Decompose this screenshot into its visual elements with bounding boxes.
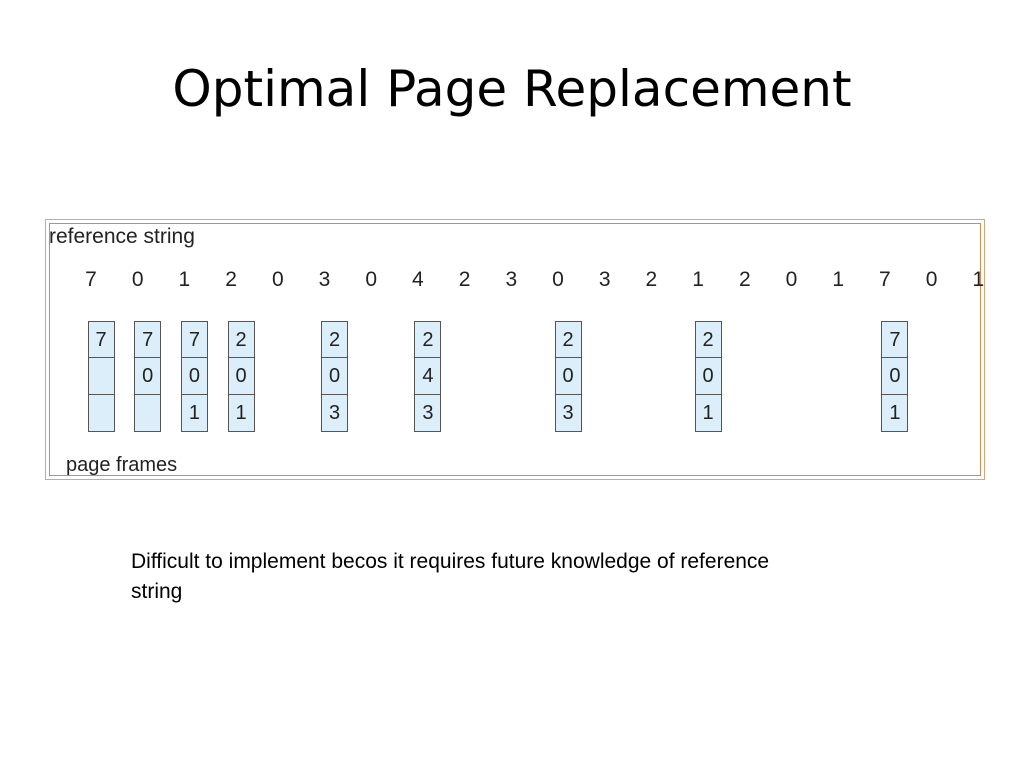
- reference-value: 2: [458, 268, 471, 291]
- reference-value: 2: [645, 268, 658, 291]
- frame-cell: 3: [328, 401, 341, 424]
- frame-cell: 0: [695, 358, 721, 395]
- frame-cell: 3: [562, 401, 574, 424]
- frame-cell: 7: [181, 322, 207, 359]
- frame-cell: 0: [228, 358, 254, 395]
- reference-value: 1: [692, 268, 704, 291]
- diagram-frame: [45, 219, 985, 480]
- reference-value: 2: [738, 268, 751, 291]
- frame-cell: 2: [695, 322, 721, 359]
- reference-value: 3: [598, 268, 611, 291]
- reference-value: 0: [785, 268, 798, 291]
- frame-cell: [88, 358, 114, 395]
- frame-cell: 1: [235, 401, 247, 424]
- reference-value: 3: [318, 268, 331, 291]
- reference-value: 0: [271, 268, 284, 291]
- frame-cell: 0: [882, 358, 908, 395]
- diagram-inner-border: [49, 223, 981, 476]
- reference-value: 1: [178, 268, 191, 291]
- frame-cell: 0: [181, 358, 207, 395]
- reference-value: 7: [879, 268, 891, 291]
- reference-value: 0: [552, 268, 564, 291]
- reference-value: 4: [412, 268, 424, 291]
- reference-value: 0: [365, 268, 378, 291]
- reference-value: 0: [131, 268, 144, 291]
- frame-cell: 2: [415, 322, 441, 359]
- frame-cell: 2: [322, 322, 347, 359]
- page-frame-column: 7: [87, 321, 115, 432]
- reference-value: 2: [225, 268, 237, 291]
- frame-cell: 7: [135, 322, 161, 359]
- frame-cell: [135, 395, 160, 431]
- reference-value: 1: [972, 268, 985, 291]
- reference-value: 0: [925, 268, 938, 291]
- frame-cell: 7: [882, 322, 908, 359]
- frame-cell: 0: [555, 358, 581, 395]
- frame-cell: 2: [228, 322, 254, 359]
- frame-cell: 3: [422, 401, 434, 424]
- frame-cell: 1: [188, 401, 200, 424]
- reference-value: 1: [832, 268, 845, 291]
- frame-cell: 0: [135, 358, 161, 395]
- frame-cell: 0: [322, 358, 347, 395]
- frame-cell: 2: [555, 322, 581, 359]
- frame-cell: 1: [702, 401, 714, 424]
- frame-cell: 7: [88, 322, 114, 359]
- note-text: Difficult to implement becos it requires…: [131, 550, 770, 603]
- frame-cell: [89, 395, 114, 431]
- frame-cell: 1: [889, 401, 901, 424]
- frame-cell: 4: [415, 358, 441, 395]
- page-frames-label: page frames: [66, 454, 178, 476]
- reference-value: 7: [85, 268, 97, 291]
- reference-string-label: reference string: [49, 225, 195, 248]
- slide-title: Optimal Page Replacement: [172, 60, 852, 118]
- reference-value: 3: [505, 268, 518, 291]
